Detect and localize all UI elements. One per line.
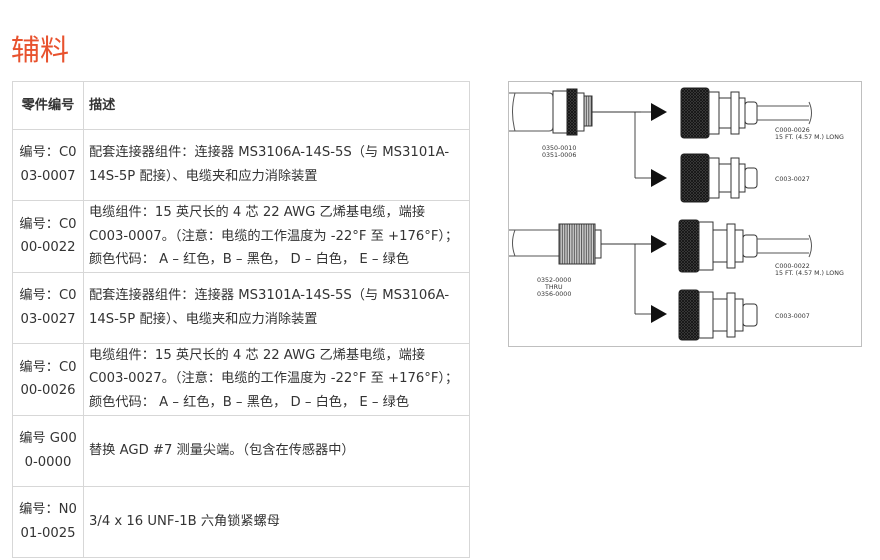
top-leader-lines [592,103,667,187]
bottom-sensor-drawing [509,223,602,265]
label-line: C003-0027 [775,176,810,183]
arrow-icon [651,103,667,121]
part-description: 配套连接器组件：连接器 MS3106A-14S-5S（与 MS3101A-14S… [83,129,470,201]
arrow-icon [651,169,667,187]
bottom-connector-drawing [678,289,758,341]
connector-diagram-svg: 0350-0010 0351-0006 C000-0026 15 FT. (4.… [509,87,844,341]
label-line: 0356-0000 [537,291,571,298]
top-cable-label: C000-0026 15 FT. (4.57 M.) LONG [775,127,844,141]
label-line: C003-0007 [775,313,810,320]
arrow-icon [651,235,667,253]
bottom-sensor-label: 0352-0000 THRU 0356-0000 [537,277,571,298]
label-line: 0351-0006 [542,152,576,159]
header-part-number: 零件编号 [12,81,84,130]
label-line: THRU [544,284,563,291]
part-number: 编号：C000-0022 [12,200,84,273]
connector-cable-diagram: 0350-0010 0351-0006 C000-0026 15 FT. (4.… [508,81,862,347]
table-row: 编号：C000-0026 电缆组件：15 英尺长的 4 芯 22 AWG 乙烯基… [12,342,470,416]
top-sensor-drawing [509,88,593,136]
bottom-cable-assembly-drawing [678,219,812,273]
part-description: 电缆组件：15 英尺长的 4 芯 22 AWG 乙烯基电缆，端接 C003-00… [83,200,470,273]
top-sensor-label: 0350-0010 0351-0006 [542,145,576,159]
table-row: 编号 G000-0000 替换 AGD #7 测量尖端。（包含在传感器中） [12,414,470,487]
part-number: 编号：N001-0025 [12,485,84,558]
table-row: 编号：C000-0022 电缆组件：15 英尺长的 4 芯 22 AWG 乙烯基… [12,200,470,273]
part-number: 编号：C003-0007 [12,129,84,201]
part-description: 电缆组件：15 英尺长的 4 芯 22 AWG 乙烯基电缆，端接 C003-00… [83,342,470,416]
part-number: 编号：C000-0026 [12,342,84,416]
top-connector-label: C003-0027 [775,176,810,183]
arrow-icon [651,305,667,323]
table-row: 编号：C003-0027 配套连接器组件：连接器 MS3101A-14S-5S（… [12,271,470,344]
table-row: 编号：N001-0025 3/4 x 16 UNF-1B 六角锁紧螺母 [12,485,470,558]
part-number: 编号：C003-0027 [12,271,84,344]
bottom-connector-label: C003-0007 [775,313,810,320]
label-line: C000-0026 [775,127,810,134]
part-number: 编号 G000-0000 [12,414,84,487]
label-line: 0352-0000 [537,277,571,284]
bottom-cable-label: C000-0022 15 FT. (4.57 M.) LONG [775,263,844,277]
bottom-leader-lines [601,235,667,323]
top-cable-assembly-drawing [680,87,812,139]
table-header-row: 零件编号 描述 [12,81,470,130]
label-line: 15 FT. (4.57 M.) LONG [775,134,844,141]
part-description: 替换 AGD #7 测量尖端。（包含在传感器中） [83,414,470,487]
table-row: 编号：C003-0007 配套连接器组件：连接器 MS3106A-14S-5S（… [12,129,470,201]
header-description: 描述 [83,81,470,130]
part-description: 3/4 x 16 UNF-1B 六角锁紧螺母 [83,485,470,558]
part-description: 配套连接器组件：连接器 MS3101A-14S-5S（与 MS3106A-14S… [83,271,470,344]
top-connector-drawing [680,153,758,203]
label-line: 0350-0010 [542,145,576,152]
label-line: 15 FT. (4.57 M.) LONG [775,270,844,277]
page-title: 辅料 [11,33,70,67]
accessories-table: 零件编号 描述 编号：C003-0007 配套连接器组件：连接器 MS3106A… [12,81,470,558]
label-line: C000-0022 [775,263,810,270]
